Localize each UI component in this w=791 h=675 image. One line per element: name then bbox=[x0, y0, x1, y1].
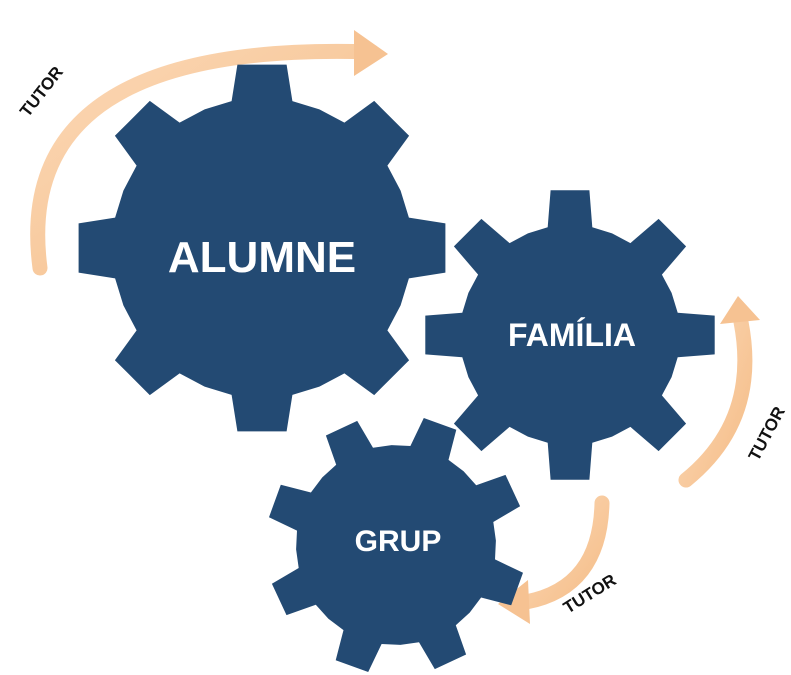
tutor-arrow-bottom bbox=[498, 495, 610, 624]
gear-grup: GRUP bbox=[269, 418, 523, 672]
gear-grup-shape bbox=[269, 418, 523, 672]
tutor-label-top: TUTOR bbox=[16, 63, 67, 121]
gear-alumne-label: ALUMNE bbox=[168, 233, 356, 282]
tutor-arrow-top-shaft bbox=[30, 43, 380, 276]
tutor-arrow-bottom-head bbox=[498, 580, 530, 624]
gear-grup-label: GRUP bbox=[355, 525, 442, 558]
tutor-arrow-right-head bbox=[720, 296, 760, 324]
tutor-arrow-top-head bbox=[354, 30, 388, 76]
tutor-label-right: TUTOR bbox=[745, 404, 789, 464]
tutor-arrow-bottom-shaft bbox=[518, 495, 610, 610]
gear-alumne: ALUMNE bbox=[78, 64, 446, 432]
tutor-arrow-right-shaft bbox=[678, 314, 753, 488]
tutor-arrow-right bbox=[678, 296, 760, 488]
gear-familia: FAMÍLIA bbox=[425, 190, 715, 480]
gear-alumne-shape bbox=[78, 64, 446, 432]
gear-familia-label: FAMÍLIA bbox=[508, 317, 636, 353]
gear-familia-shape bbox=[425, 190, 715, 480]
tutor-arrow-top bbox=[30, 30, 388, 276]
